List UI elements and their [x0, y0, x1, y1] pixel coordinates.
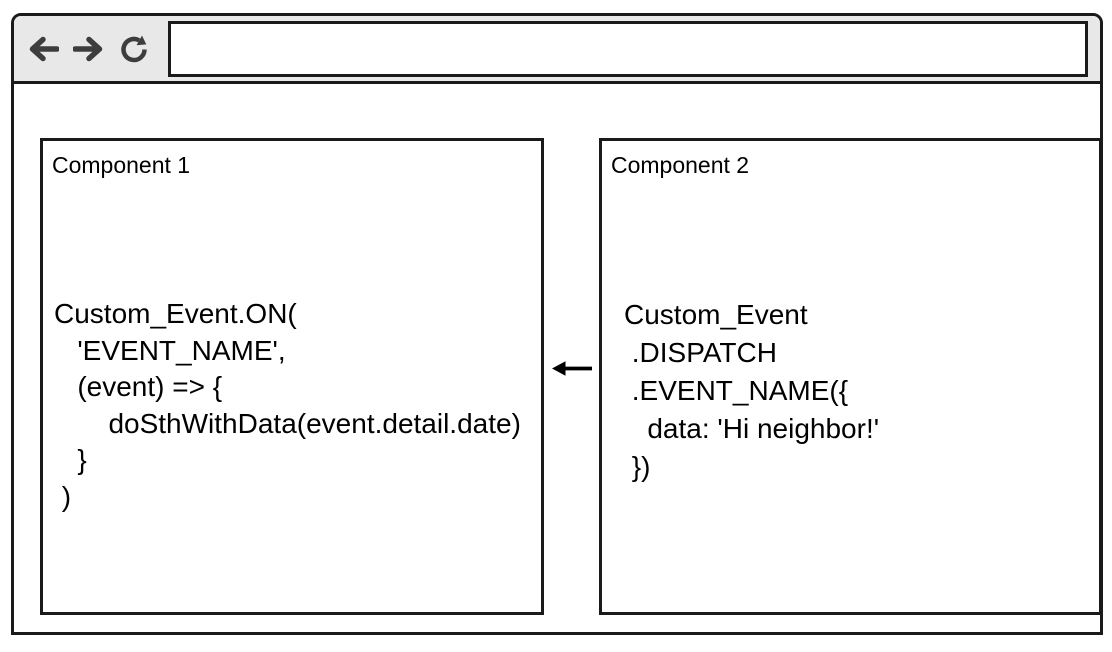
component-2-title: Component 2	[611, 152, 750, 178]
component-1-code: Custom_Event.ON( 'EVENT_NAME', (event) =…	[54, 298, 521, 512]
browser-window: Component 1 Custom_Event.ON( 'EVENT_NAME…	[11, 13, 1103, 635]
back-button[interactable]	[27, 35, 59, 63]
event-flow-left-arrow-icon	[551, 359, 595, 379]
reload-icon	[119, 33, 152, 65]
back-arrow-icon	[27, 35, 59, 63]
address-bar[interactable]	[168, 20, 1088, 77]
component-2-code: Custom_Event .DISPATCH .EVENT_NAME({ dat…	[624, 299, 880, 482]
component-1-title: Component 1	[52, 152, 191, 178]
component-1-box: Component 1 Custom_Event.ON( 'EVENT_NAME…	[40, 138, 544, 615]
forward-arrow-icon	[73, 35, 105, 63]
component-2-box: Component 2 Custom_Event .DISPATCH .EVEN…	[599, 138, 1102, 615]
reload-button[interactable]	[119, 33, 152, 65]
forward-button[interactable]	[73, 35, 105, 63]
browser-toolbar	[14, 16, 1100, 84]
